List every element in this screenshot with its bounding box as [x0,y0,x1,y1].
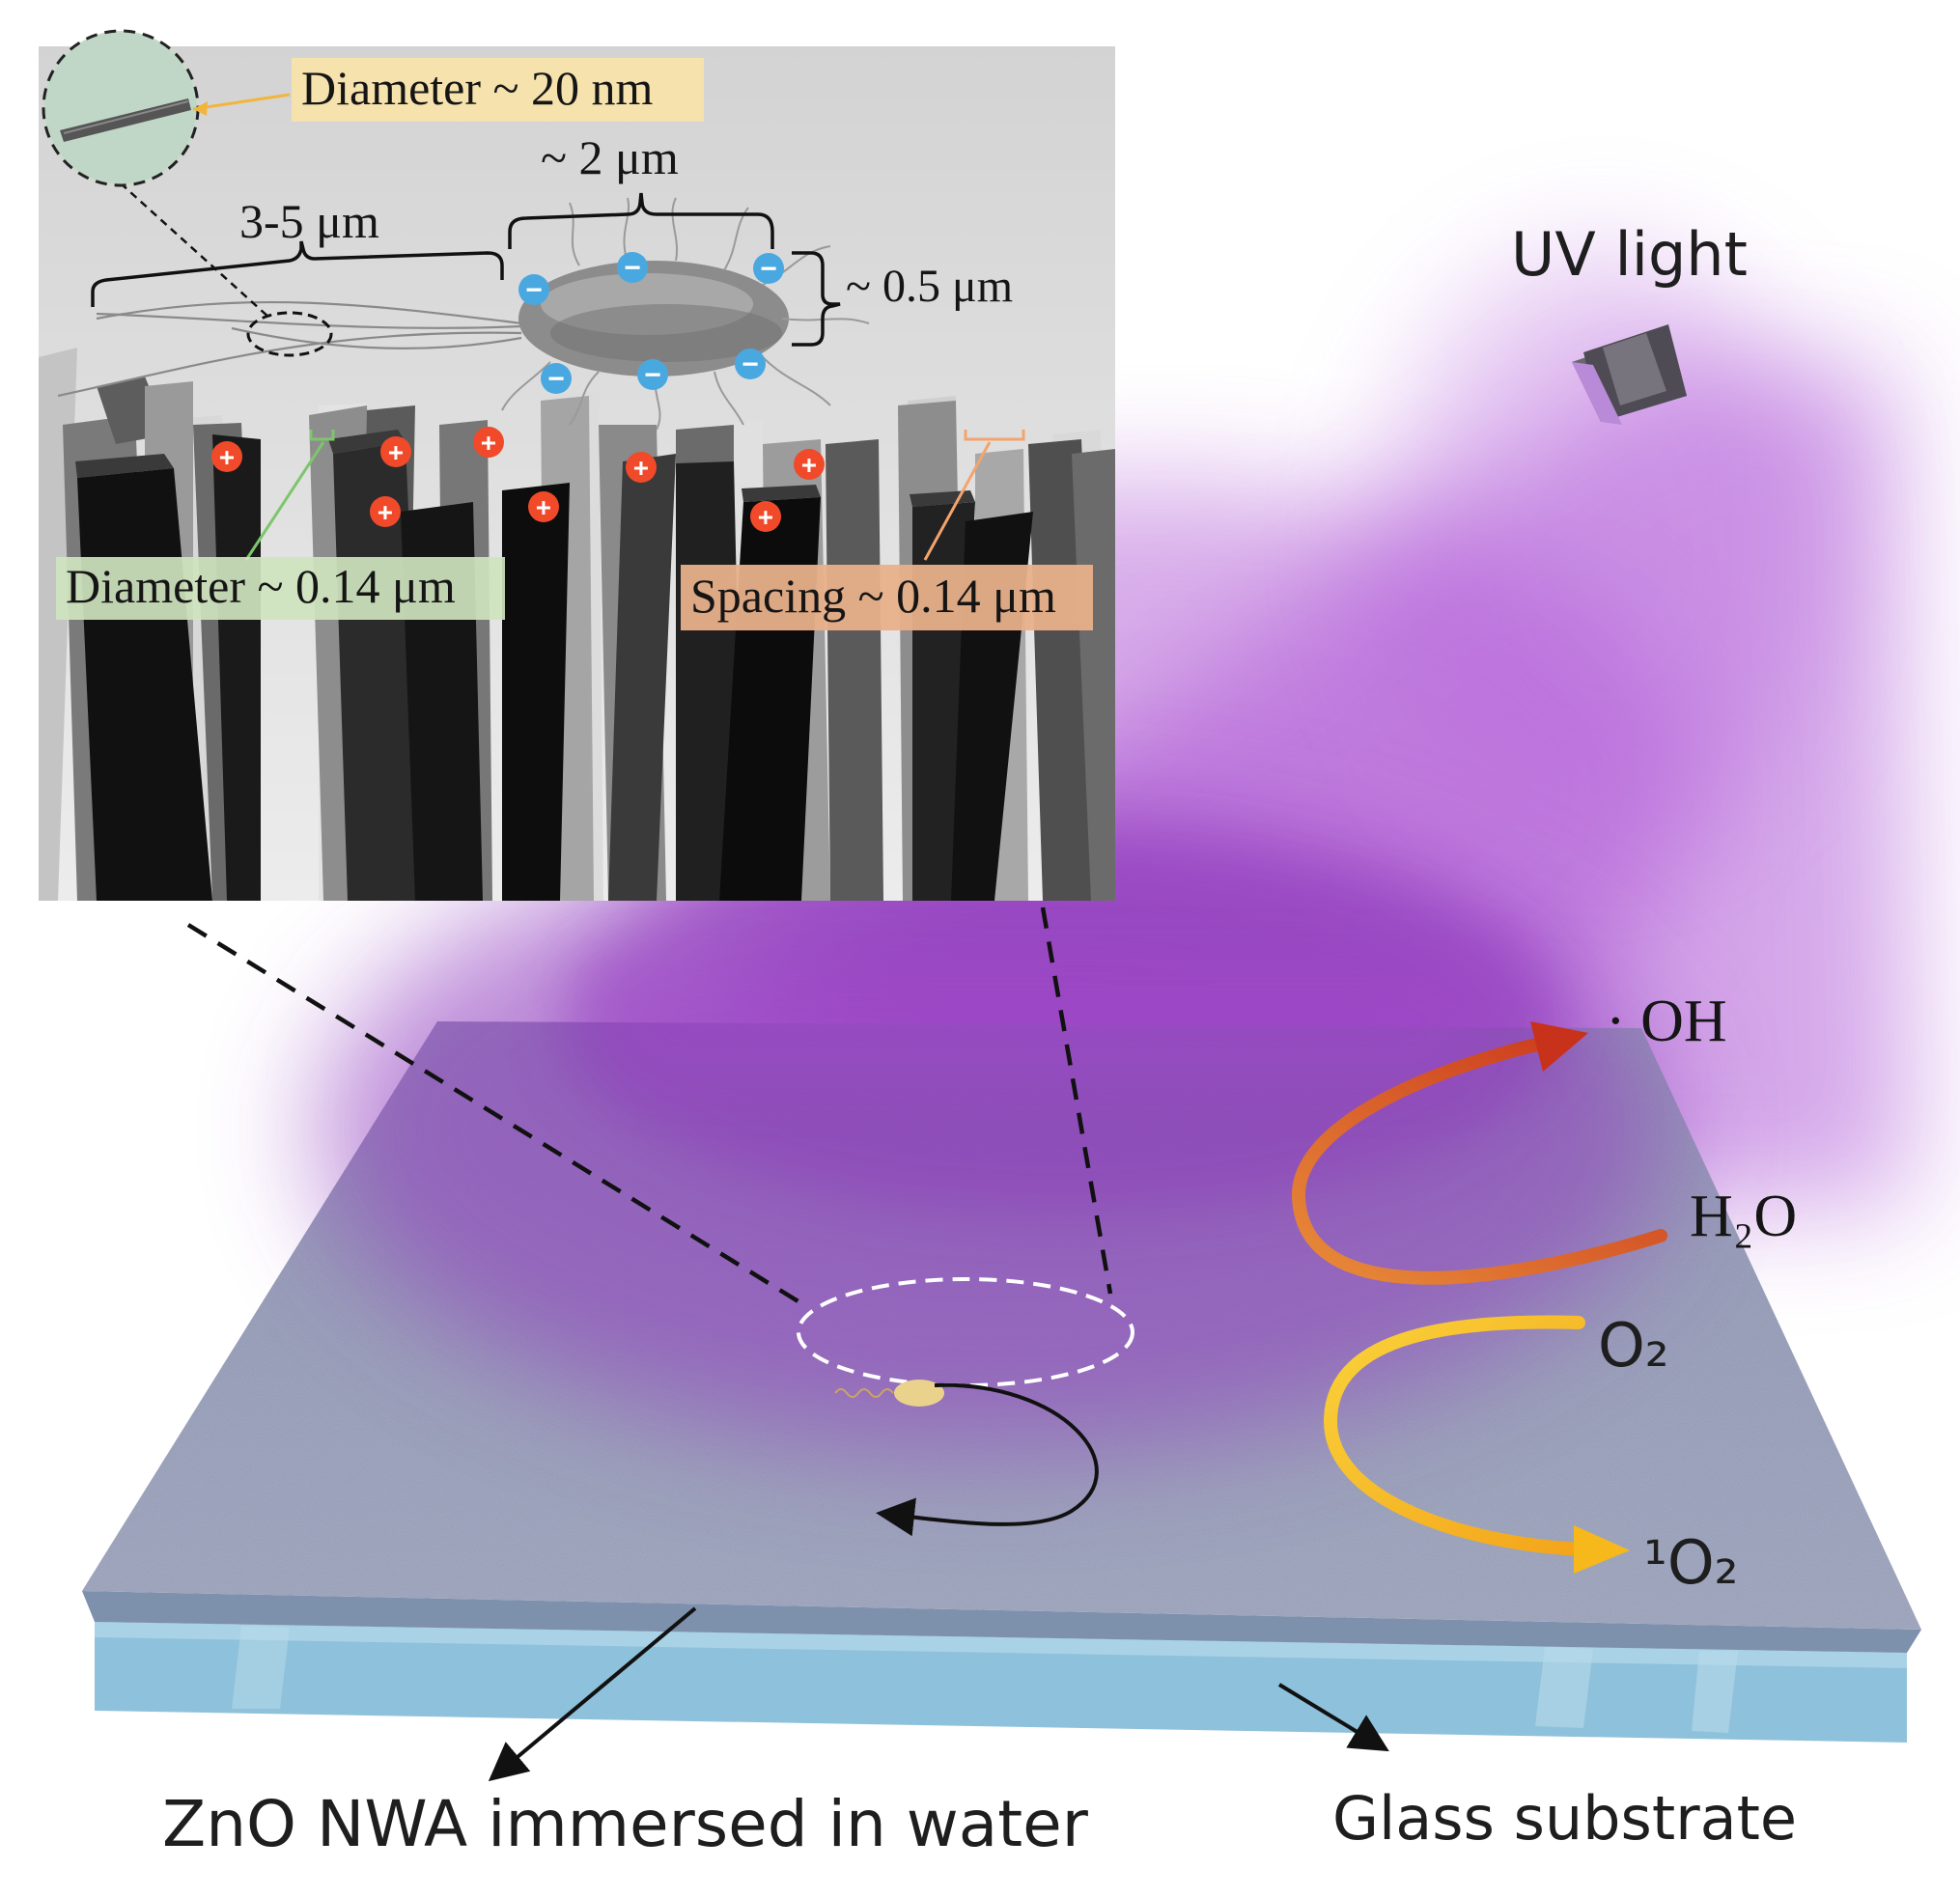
reaction-arrows [1291,1021,1667,1574]
bacterium-width-label: ~ 0.5 μm [846,261,1013,312]
oxygen-label: O₂ [1598,1310,1669,1381]
glass-pointer-arrow [1277,1683,1389,1752]
hydroxyl-radical-label: · OH [1606,989,1727,1054]
negative-charge-symbol: − [548,362,565,394]
bacterium-icon [501,197,870,431]
measurement-brackets [91,192,841,347]
singlet-oxygen-label: ¹O₂ [1643,1527,1739,1598]
water-label: H₂O [1690,1184,1797,1249]
negative-charges: − − − − − − [518,251,784,394]
positive-charges: + + + + + + + + [211,427,825,532]
bacterium-length-label: ~ 2 μm [541,130,679,184]
positive-charge-symbol: + [758,503,773,532]
positive-charge-symbol: + [388,438,404,467]
fiber-magnified-icon [42,29,200,187]
zoom-callout-lines [186,907,1113,1310]
negative-charge-symbol: − [742,348,759,379]
flagella-length-label: 3-5 μm [239,194,379,248]
zoom-area-ellipse [797,1277,1134,1387]
nanowire-diameter-badge [56,557,505,620]
fiber-diameter-label: Diameter ~ 20 nm [301,61,654,115]
nanowire-spacing-label: Spacing ~ 0.14 μm [690,569,1056,623]
zoom-inset: − − − − − − + + [39,29,1115,901]
fiber-zoom-ellipse [246,311,333,357]
positive-charge-symbol: + [536,493,551,522]
nanowire-diameter-label: Diameter ~ 0.14 μm [66,559,456,613]
uv-lamp-icon [1572,324,1687,425]
negative-charge-symbol: − [625,251,641,283]
negative-charge-symbol: − [526,273,543,305]
negative-charge-symbol: − [761,252,777,284]
glass-label: Glass substrate [1332,1783,1797,1854]
zno-pointer-arrow [488,1606,697,1782]
uv-light-label: UV light [1511,219,1748,290]
negative-charge-symbol: − [645,358,661,390]
positive-charge-symbol: + [219,443,235,472]
zno-label: ZnO NWA immersed in water [162,1787,1089,1861]
fiber-diameter-badge [292,58,704,122]
positive-charge-symbol: + [481,429,496,458]
positive-charge-symbol: + [378,498,393,527]
bacterium-on-plate-icon [834,1380,1099,1537]
positive-charge-symbol: + [633,454,649,483]
positive-charge-symbol: + [801,451,817,480]
nanowire-spacing-badge [681,565,1093,630]
